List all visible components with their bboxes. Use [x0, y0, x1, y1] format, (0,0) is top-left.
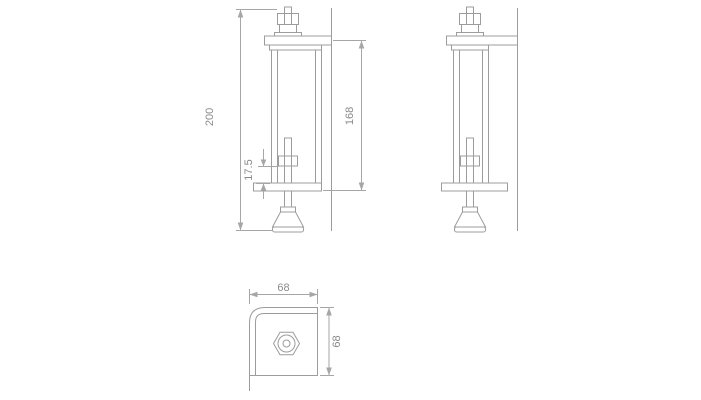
top-washer — [274, 32, 302, 37]
front-view-dimension-height: 200 — [204, 9, 277, 231]
front-view-dimension-inner-height: 168 — [323, 40, 366, 191]
arrowhead-icon — [237, 9, 244, 18]
arrowhead-icon — [260, 183, 267, 191]
plan-view-dimension-depth: 68 — [320, 307, 343, 376]
top-mount-plate — [446, 35, 518, 46]
plan-view: 68 68 — [249, 282, 343, 391]
top-mount-plate — [264, 35, 332, 46]
arrowhead-icon — [249, 291, 258, 298]
arrowhead-icon — [358, 40, 365, 49]
front-view: 200 168 17.5 — [204, 6, 366, 233]
dimension-label-plan-depth: 68 — [331, 335, 343, 347]
arrowhead-icon — [237, 222, 244, 231]
arrowhead-icon — [326, 367, 332, 376]
lower-rod — [284, 190, 292, 208]
top-washer — [456, 32, 484, 37]
arrowhead-icon — [309, 291, 318, 298]
plan-washer-circle — [277, 334, 296, 353]
top-lock-nut — [461, 24, 479, 33]
foot-cone — [453, 211, 487, 228]
top-sub-plate — [269, 44, 322, 51]
foot-cone — [271, 211, 305, 228]
side-view — [441, 6, 518, 233]
lower-rod — [466, 190, 474, 208]
plan-view-dimension-width: 68 — [249, 282, 318, 304]
adjust-nut — [278, 155, 298, 167]
top-lock-nut — [279, 24, 297, 33]
plan-bolt-circle — [282, 339, 291, 348]
angle-profile-inner-line — [255, 313, 318, 376]
foot-base — [272, 226, 304, 233]
dimension-label-plan-width: 68 — [277, 282, 289, 294]
top-hex-nut — [459, 13, 481, 25]
dimension-label-inner-height: 168 — [344, 107, 356, 125]
foot-collar — [280, 206, 296, 213]
arrowhead-icon — [358, 182, 365, 191]
adjust-nut — [460, 155, 480, 167]
arrowhead-icon — [260, 159, 267, 167]
top-sub-plate — [451, 44, 489, 51]
front-view-dimension-foot-offset: 17.5 — [243, 149, 279, 199]
arrowhead-icon — [326, 307, 332, 316]
bottom-plate — [441, 182, 508, 192]
top-hex-nut — [277, 13, 299, 25]
foot-collar — [462, 206, 478, 213]
dimension-label-foot-offset: 17.5 — [243, 159, 255, 180]
foot-base — [454, 226, 486, 233]
dimension-label-height: 200 — [204, 108, 216, 126]
